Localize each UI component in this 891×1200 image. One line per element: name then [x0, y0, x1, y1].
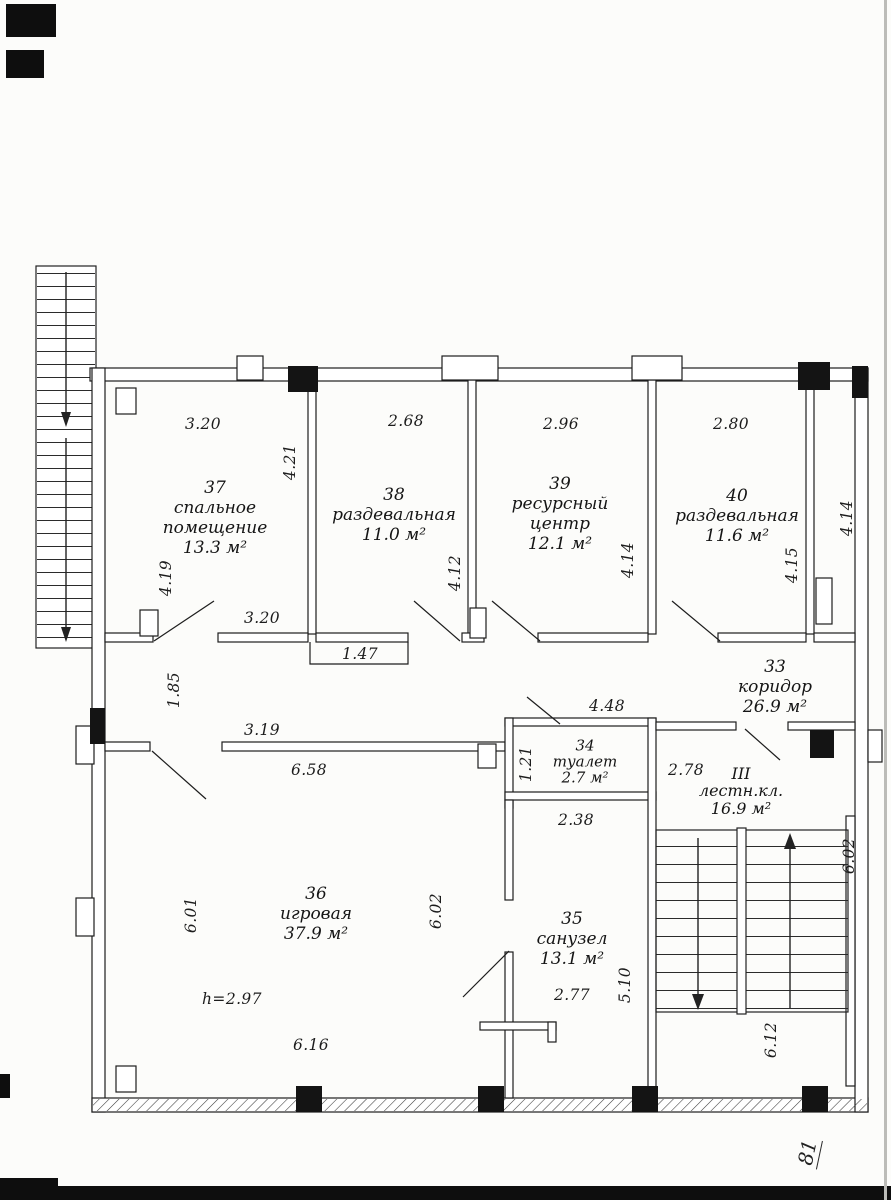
room-area: 16.9 м² — [710, 798, 772, 818]
room-area: 11.6 м² — [704, 526, 770, 547]
dimension-label: 6.02 — [427, 892, 445, 930]
dimension-label: 1.85 — [165, 671, 183, 709]
dimension-label: 4.14 — [838, 499, 856, 537]
room-area: 13.3 м² — [182, 538, 248, 559]
dimension-label: 6.16 — [292, 1036, 330, 1054]
room-area: 26.9 м² — [742, 697, 808, 718]
dimension-label: 4.19 — [157, 559, 175, 597]
dimension-label: 4.12 — [446, 554, 464, 592]
room-label-33: 33 коридор 26.9 м² — [738, 657, 812, 717]
room-number: 37 — [204, 477, 226, 498]
dimension-label: 1.47 — [341, 645, 379, 663]
room-label-35: 35 санузел 13.1 м² — [537, 909, 608, 969]
room-area: 2.7 м² — [561, 769, 609, 788]
room-number: 34 — [575, 736, 595, 755]
niche-lines — [309, 642, 409, 665]
room-name: ресурсный центр — [511, 493, 609, 534]
room-name: туалет — [552, 752, 618, 771]
room-name: санузел — [536, 928, 608, 949]
room-label-36: 36 игровая 37.9 м² — [280, 884, 352, 944]
room-number: 39 — [549, 473, 571, 494]
dimension-label: 6.02 — [840, 837, 858, 875]
dimension-label: 3.19 — [243, 721, 281, 739]
room-name: спальное помещение — [162, 497, 268, 538]
room-number: 33 — [764, 656, 786, 677]
wall-junction-blocks — [90, 362, 868, 1112]
dimension-label: 1.21 — [517, 745, 535, 783]
room-area: 12.1 м² — [527, 534, 593, 555]
dimension-label: 3.20 — [243, 609, 281, 627]
room-name: лестн.кл. — [698, 781, 784, 801]
room-number: 35 — [561, 908, 583, 929]
dimension-label: 6.12 — [762, 1021, 780, 1059]
dimension-label: 6.01 — [182, 896, 200, 934]
dimension-label: 4.15 — [783, 546, 801, 584]
dimension-label: 2.38 — [557, 811, 595, 829]
room-label-39: 39 ресурсный центр 12.1 м² — [512, 474, 609, 554]
room-label-stairwell: III лестн.кл. 16.9 м² — [699, 765, 783, 817]
door-leaves — [151, 600, 781, 998]
dimension-label: 4.14 — [619, 541, 637, 579]
room-label-38: 38 раздевальная 11.0 м² — [332, 485, 456, 545]
room-number: 40 — [726, 485, 748, 506]
room-area: 13.1 м² — [539, 949, 605, 970]
room-number: III — [731, 764, 751, 784]
dimension-label: 5.10 — [616, 966, 634, 1004]
height-note: h=2.97 — [202, 990, 262, 1008]
room-name: раздевальная — [332, 504, 456, 525]
room-area: 37.9 м² — [283, 924, 349, 945]
dimension-label: 4.48 — [588, 697, 626, 715]
room-name: игровая — [280, 903, 352, 924]
dimension-label: 2.68 — [387, 412, 425, 430]
room-name: раздевальная — [675, 505, 799, 526]
dimension-label: 6.58 — [290, 761, 328, 779]
room-number: 38 — [383, 484, 405, 505]
room-label-34: 34 туалет 2.7 м² — [553, 738, 618, 787]
dimension-label: 2.78 — [667, 761, 705, 779]
room-number: 36 — [305, 883, 327, 904]
dimension-label: 2.80 — [712, 415, 750, 433]
room-label-40: 40 раздевальная 11.6 м² — [675, 486, 799, 546]
dimension-label: 3.20 — [184, 415, 222, 433]
dimension-label: 2.77 — [553, 986, 591, 1004]
room-name: коридор — [737, 676, 813, 697]
room-area: 11.0 м² — [361, 525, 427, 546]
dimension-label: 2.96 — [542, 415, 580, 433]
stairwell-stairs-icon — [655, 827, 849, 1015]
room-label-37: 37 спальное помещение 13.3 м² — [163, 478, 268, 558]
dimension-label: 4.21 — [281, 443, 299, 481]
external-stairs-left-icon — [35, 265, 97, 649]
